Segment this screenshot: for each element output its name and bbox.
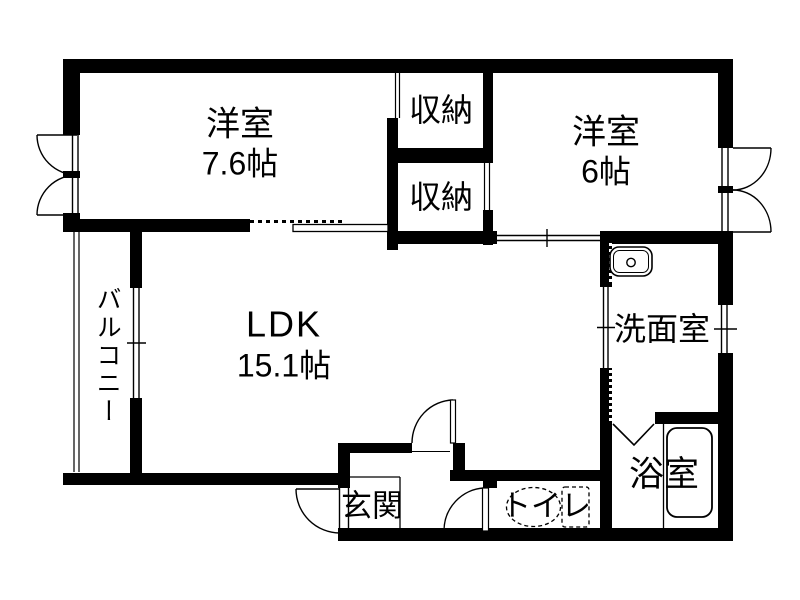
wall bbox=[718, 59, 733, 148]
sliding-door-western2 bbox=[497, 229, 603, 247]
room-name: 洗面室 bbox=[613, 310, 711, 347]
casement-window-left bbox=[36, 134, 79, 216]
wall bbox=[450, 470, 612, 481]
room-label-western1: 洋室 7.6帖 bbox=[202, 106, 279, 183]
balcony-rail bbox=[73, 232, 80, 472]
wall bbox=[338, 531, 350, 541]
wall bbox=[130, 231, 142, 288]
wall bbox=[600, 412, 612, 541]
room-size: 15.1帖 bbox=[236, 347, 332, 384]
room-name: LDK bbox=[245, 303, 323, 345]
walls-layer bbox=[63, 59, 733, 541]
wall bbox=[483, 66, 493, 150]
fixtures-layer bbox=[505, 246, 713, 528]
closet-door-upper bbox=[394, 66, 401, 118]
room-size: 7.6帖 bbox=[201, 146, 279, 183]
room-name: 洋室 bbox=[572, 113, 640, 152]
wall bbox=[718, 353, 733, 541]
room-label-balcony: バルコニー bbox=[93, 286, 121, 426]
sliding-door-western1 bbox=[250, 220, 389, 233]
wall bbox=[387, 118, 398, 250]
room-name: トイレ bbox=[501, 490, 591, 524]
wall bbox=[600, 231, 733, 244]
sink-icon bbox=[609, 246, 653, 277]
door-ldk bbox=[411, 399, 457, 452]
entrance-step bbox=[350, 476, 401, 528]
door-entrance bbox=[295, 488, 350, 534]
sliding-doors-layer bbox=[250, 66, 615, 422]
room-name: 収納 bbox=[408, 91, 474, 128]
room-label-closet2: 収納 bbox=[409, 179, 473, 215]
wall bbox=[483, 210, 493, 245]
room-label-western2: 洋室 6帖 bbox=[572, 114, 640, 191]
wall bbox=[387, 231, 497, 244]
sliding-door-washroom bbox=[597, 287, 615, 368]
window-mullion bbox=[718, 186, 733, 193]
wall bbox=[483, 477, 497, 488]
room-name: 浴室 bbox=[628, 455, 700, 495]
room-name: 収納 bbox=[408, 178, 474, 215]
room-size: 6帖 bbox=[581, 154, 631, 191]
room-label-washroom: 洗面室 bbox=[614, 311, 710, 347]
room-label-entrance: 玄関 bbox=[341, 488, 403, 523]
room-label-closet1: 収納 bbox=[409, 92, 473, 128]
closet-door-lower bbox=[483, 163, 491, 210]
wall bbox=[387, 148, 493, 163]
wall bbox=[718, 232, 733, 305]
wall bbox=[338, 443, 412, 453]
wall bbox=[63, 219, 250, 232]
wall bbox=[655, 412, 733, 424]
wall bbox=[338, 443, 350, 488]
wall bbox=[63, 59, 80, 135]
room-label-toilet: トイレ bbox=[501, 490, 591, 524]
room-label-ldk: LDK 15.1帖 bbox=[236, 303, 332, 384]
room-label-bathroom: 浴室 bbox=[629, 455, 699, 495]
room-name: 玄関 bbox=[341, 488, 403, 524]
toilet-icon bbox=[505, 486, 590, 528]
room-name: バルコニー bbox=[93, 286, 122, 426]
wall bbox=[338, 528, 733, 541]
wall bbox=[130, 398, 142, 473]
window-washroom bbox=[714, 305, 737, 353]
casement-window-right bbox=[721, 147, 772, 233]
wall bbox=[63, 59, 733, 73]
windows-layer bbox=[36, 134, 772, 472]
wall bbox=[63, 473, 348, 485]
folding-door-bathroom bbox=[612, 423, 655, 447]
doors-layer bbox=[295, 399, 655, 534]
door-toilet bbox=[443, 487, 490, 532]
bathtub-icon bbox=[662, 424, 713, 528]
room-name: 洋室 bbox=[206, 105, 274, 144]
sliding-window-balcony bbox=[127, 288, 146, 398]
